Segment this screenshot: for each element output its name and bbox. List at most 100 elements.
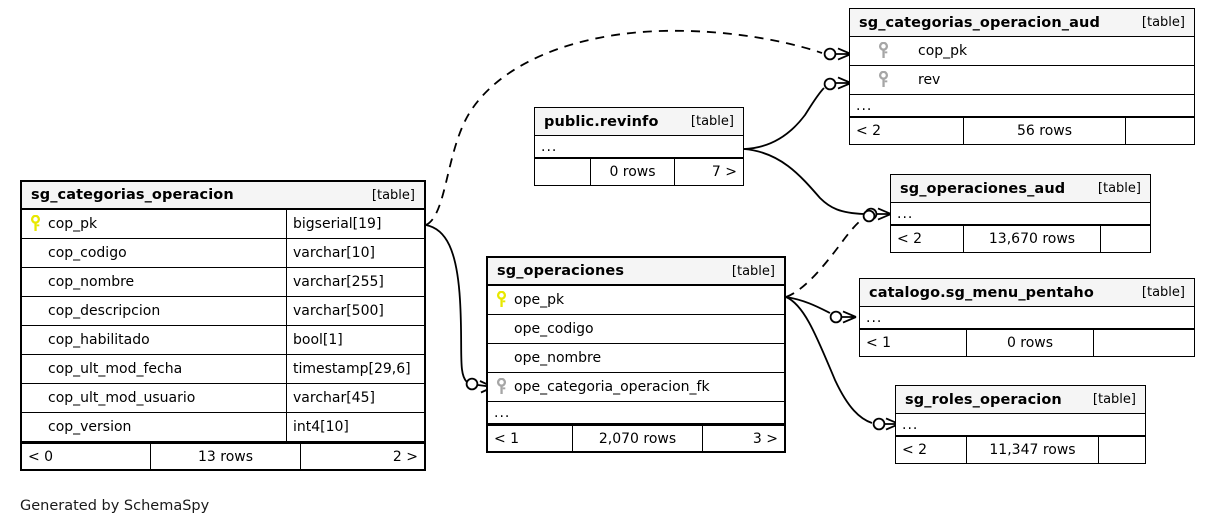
table-header: sg_operaciones_aud [table] — [891, 175, 1150, 203]
table-sg-operaciones[interactable]: sg_operaciones [table] ope_pk ope_codigo… — [486, 256, 786, 453]
footer-children: 2 > — [392, 448, 418, 465]
column-row[interactable]: ope_nombre — [488, 344, 784, 373]
column-label: cop_pk — [918, 43, 968, 59]
ellipsis-label: ... — [856, 97, 873, 114]
table-tag: [table] — [1141, 285, 1185, 300]
column-row[interactable]: cop_ult_mod_usuario varchar[45] — [22, 384, 424, 413]
collapsed-columns-row[interactable]: ... — [488, 402, 784, 424]
column-name-cell: cop_version — [22, 418, 286, 436]
column-row[interactable]: cop_ult_mod_fecha timestamp[29,6] — [22, 355, 424, 384]
collapsed-columns-row[interactable]: ... — [860, 307, 1194, 329]
no-key-spacer — [494, 349, 509, 367]
column-row[interactable]: cop_habilitado bool[1] — [22, 326, 424, 355]
column-type: varchar[10] — [286, 239, 424, 267]
table-footer: < 2 56 rows — [850, 117, 1194, 144]
collapsed-columns-row[interactable]: ... — [896, 414, 1145, 436]
ellipsis-label: ... — [897, 205, 914, 222]
no-key-spacer — [28, 360, 43, 378]
ellipsis-label: ... — [541, 138, 558, 155]
collapsed-columns-row[interactable]: ... — [850, 95, 1194, 117]
column-row[interactable]: cop_descripcion varchar[500] — [22, 297, 424, 326]
column-label: cop_ult_mod_fecha — [48, 361, 183, 377]
footer-rowcount: 13,670 rows — [963, 226, 1101, 252]
no-key-spacer — [28, 418, 43, 436]
column-label: rev — [918, 72, 941, 88]
no-key-spacer — [28, 389, 43, 407]
footer-parents: < 2 — [897, 231, 923, 247]
column-name-cell: ope_nombre — [488, 349, 784, 367]
column-row[interactable]: cop_codigo varchar[10] — [22, 239, 424, 268]
foreign-key-icon — [496, 378, 507, 394]
table-sg-operaciones-aud[interactable]: sg_operaciones_aud [table] ... < 2 13,67… — [890, 174, 1151, 253]
column-type: bigserial[19] — [286, 210, 424, 238]
table-sg-categorias-operacion-aud[interactable]: sg_categorias_operacion_aud [table] cop_… — [849, 8, 1195, 145]
primary-key-icon — [30, 215, 41, 231]
column-label: cop_codigo — [48, 245, 127, 261]
table-header: sg_roles_operacion [table] — [896, 386, 1145, 414]
table-title: sg_operaciones — [497, 263, 625, 279]
table-sg-categorias-operacion[interactable]: sg_categorias_operacion [table] cop_pk b… — [20, 180, 426, 471]
table-title: catalogo.sg_menu_pentaho — [869, 284, 1094, 301]
table-public-revinfo[interactable]: public.revinfo [table] ... 0 rows 7 > — [534, 107, 744, 186]
table-header: sg_categorias_operacion [table] — [22, 182, 424, 210]
footer-parents — [535, 159, 590, 185]
column-row[interactable]: cop_pk bigserial[19] — [22, 210, 424, 239]
column-row[interactable]: ope_codigo — [488, 315, 784, 344]
no-key-spacer — [28, 302, 43, 320]
column-name-cell: ope_pk — [488, 291, 784, 309]
table-sg-roles-operacion[interactable]: sg_roles_operacion [table] ... < 2 11,34… — [895, 385, 1146, 464]
table-tag: [table] — [1092, 392, 1136, 407]
column-label: ope_nombre — [514, 350, 602, 366]
footer-rowcount: 56 rows — [963, 118, 1126, 144]
column-row[interactable]: cop_nombre varchar[255] — [22, 268, 424, 297]
column-row[interactable]: cop_pk — [850, 37, 1194, 66]
table-footer: < 2 13,670 rows — [891, 225, 1150, 252]
table-footer: < 1 2,070 rows 3 > — [488, 424, 784, 451]
column-type: varchar[500] — [286, 297, 424, 325]
column-row[interactable]: ope_categoria_operacion_fk — [488, 373, 784, 402]
collapsed-columns-row[interactable]: ... — [891, 203, 1150, 225]
table-title: sg_operaciones_aud — [900, 180, 1066, 197]
column-row[interactable]: rev — [850, 66, 1194, 95]
column-type: timestamp[29,6] — [286, 355, 424, 383]
table-footer: < 1 0 rows — [860, 329, 1194, 356]
edge-operaciones-to-menu-pentaho — [785, 296, 857, 324]
ellipsis-label: ... — [494, 404, 511, 421]
footer-rowcount: 2,070 rows — [572, 426, 703, 451]
column-row[interactable]: cop_version int4[10] — [22, 413, 424, 442]
column-type: int4[10] — [286, 413, 424, 441]
footer-parents: < 0 — [28, 448, 54, 465]
table-header: sg_operaciones [table] — [488, 258, 784, 286]
footer-children: 7 > — [711, 164, 737, 180]
footer-rowcount: 0 rows — [590, 159, 675, 185]
ellipsis-label: ... — [902, 416, 919, 433]
column-name-cell: cop_ult_mod_usuario — [22, 389, 286, 407]
no-key-spacer — [494, 320, 509, 338]
footer-parents: < 1 — [866, 335, 892, 351]
column-name-cell: cop_ult_mod_fecha — [22, 360, 286, 378]
column-label: ope_categoria_operacion_fk — [514, 379, 710, 395]
column-type: bool[1] — [286, 326, 424, 354]
table-catalogo-sg-menu-pentaho[interactable]: catalogo.sg_menu_pentaho [table] ... < 1… — [859, 278, 1195, 357]
footer-parents: < 2 — [856, 123, 882, 139]
table-tag: [table] — [731, 263, 775, 279]
column-label: ope_pk — [514, 292, 565, 308]
column-label: cop_nombre — [48, 274, 135, 290]
column-name-cell: cop_nombre — [22, 273, 286, 291]
column-label: cop_descripcion — [48, 303, 161, 319]
column-name-cell: ope_categoria_operacion_fk — [488, 378, 784, 396]
column-row[interactable]: ope_pk — [488, 286, 784, 315]
column-label: cop_pk — [48, 216, 98, 232]
table-tag: [table] — [1141, 15, 1185, 30]
table-tag: [table] — [371, 187, 415, 203]
column-name-cell: cop_habilitado — [22, 331, 286, 349]
footer-children — [1094, 330, 1194, 356]
collapsed-columns-row[interactable]: ... — [535, 136, 743, 158]
edge-revinfo-to-categorias-aud — [743, 76, 852, 150]
table-header: sg_categorias_operacion_aud [table] — [850, 9, 1194, 37]
footer-children: 3 > — [752, 430, 778, 447]
ellipsis-label: ... — [866, 309, 883, 326]
primary-key-icon — [496, 291, 507, 307]
footer-rowcount: 11,347 rows — [966, 437, 1099, 463]
table-header: public.revinfo [table] — [535, 108, 743, 136]
